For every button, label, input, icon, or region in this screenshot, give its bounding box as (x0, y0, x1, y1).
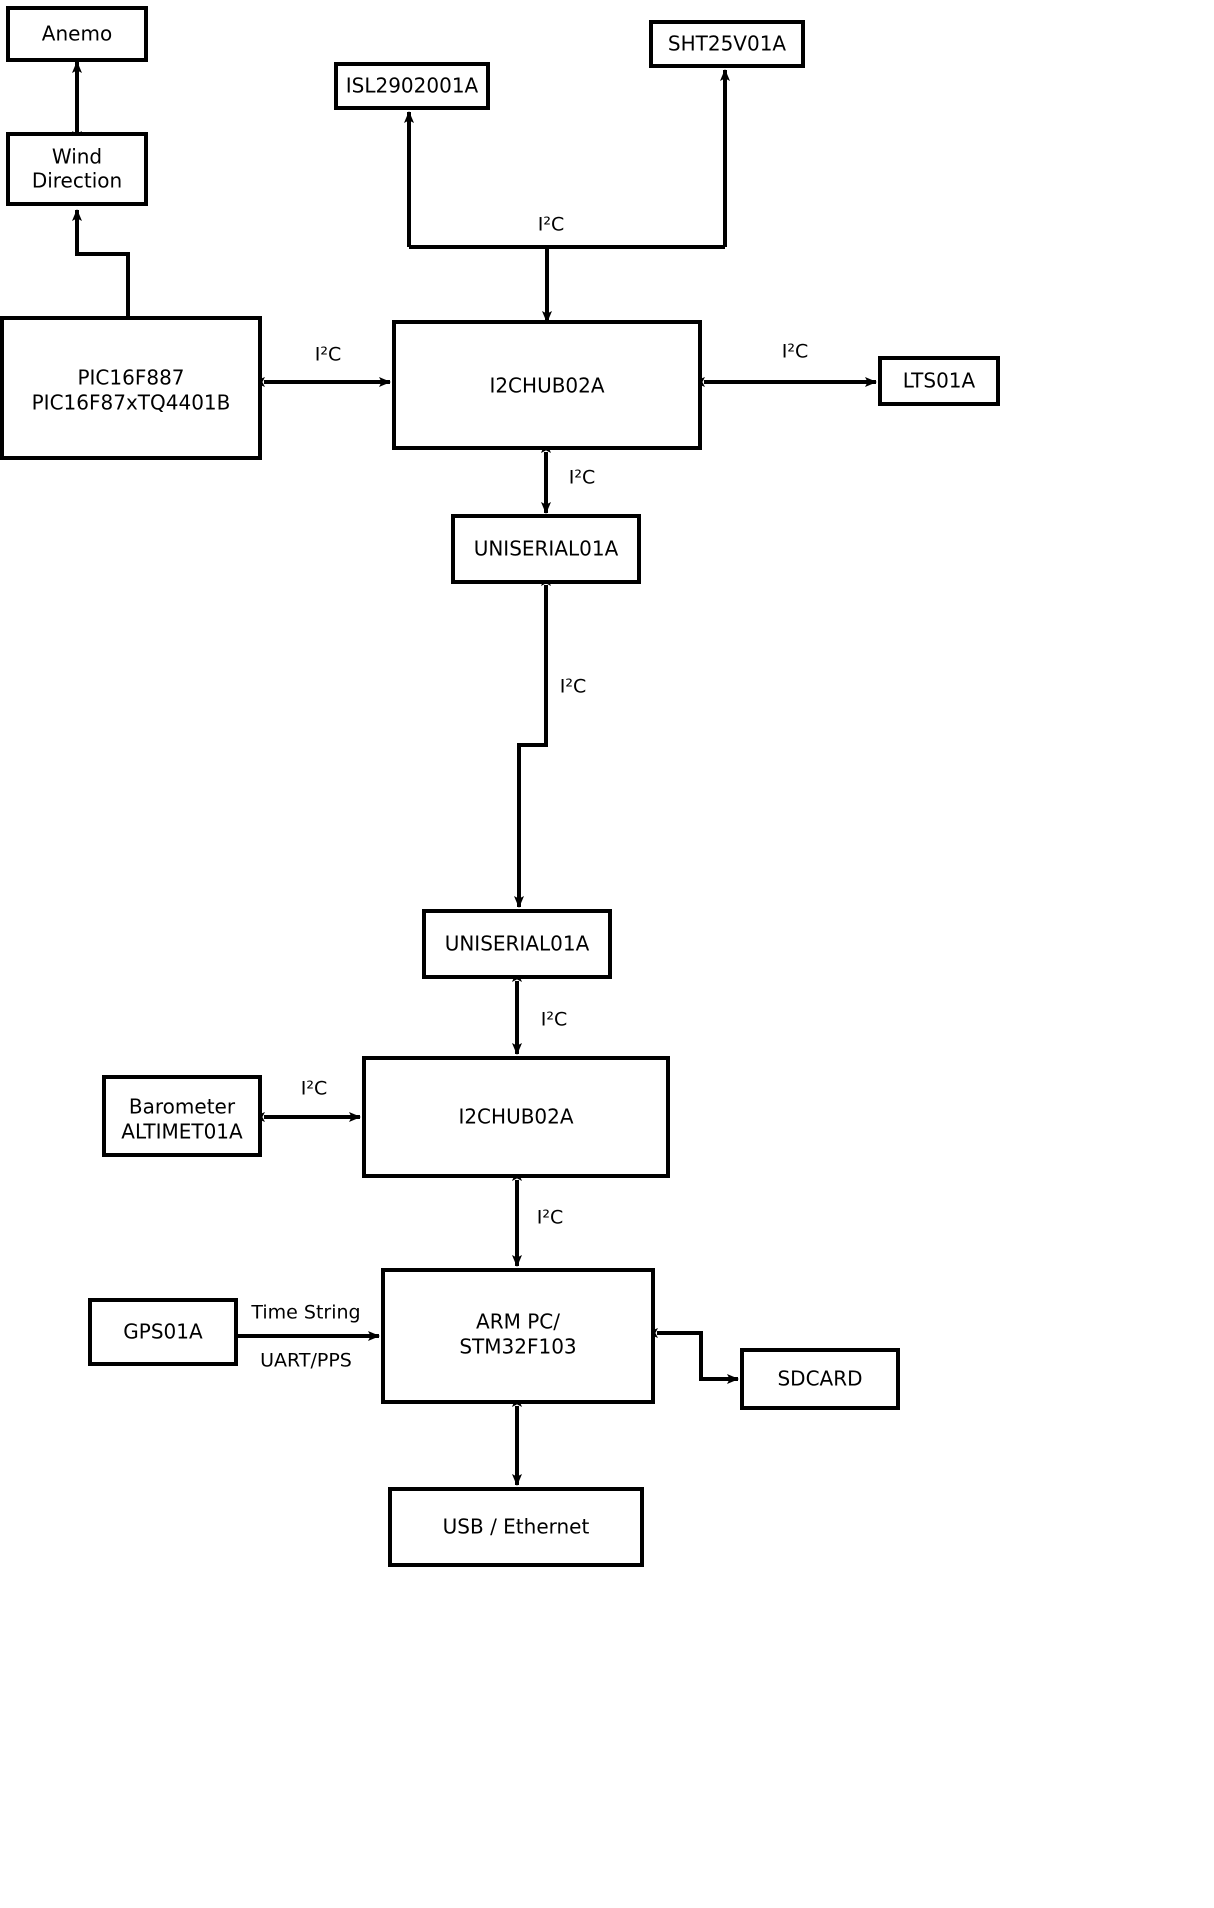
node-label-sdcard: SDCARD (777, 1367, 862, 1391)
edge-barometer-hub-bottom: I²C (253, 1078, 361, 1123)
node-anemo[interactable]: Anemo (6, 6, 148, 62)
edge-label-i2c-hub-uni1: I²C (569, 467, 596, 489)
edge-label-uart-pps: UART/PPS (260, 1350, 352, 1372)
edge-label-i2c-baro-hub2: I²C (301, 1078, 328, 1100)
node-box[interactable] (740, 1348, 900, 1410)
node-i2chub02a-top[interactable]: I2CHUB02A (392, 320, 702, 450)
node-box[interactable] (6, 6, 148, 62)
edge-hub-bottom-arm-pc: I²C (511, 1169, 564, 1267)
edge-label-i2c-sensor-bus: I²C (538, 214, 565, 236)
edge-pic-hub-top: I²C (253, 344, 391, 388)
node-label-sht: SHT25V01A (668, 32, 787, 56)
node-box[interactable] (451, 514, 641, 584)
node-isl2902001a[interactable]: ISL2902001A (334, 62, 490, 110)
edge-label-i2c-hub2-arm: I²C (537, 1207, 564, 1229)
node-label-usb-ethernet: USB / Ethernet (443, 1515, 590, 1539)
node-pic16f887[interactable]: PIC16F887 PIC16F87xTQ4401B (0, 316, 262, 460)
edge-hub-top-lts: I²C (693, 341, 877, 388)
node-label-wind-line1: Wind (52, 145, 102, 169)
edge-label-i2c-hub-lts: I²C (782, 341, 809, 363)
edge-gps-arm-pc: Time String UART/PPS (238, 1302, 380, 1372)
edge-label-i2c-uni1-uni2: I²C (560, 676, 587, 698)
node-label-barometer-line1: Barometer (129, 1095, 236, 1119)
node-label-lts: LTS01A (903, 369, 976, 393)
node-label-arm-line2: STM32F103 (459, 1335, 576, 1359)
node-label-uniserial-lower: UNISERIAL01A (445, 932, 590, 956)
node-label-hub-bottom: I2CHUB02A (458, 1105, 573, 1129)
node-arm-pc-stm32f103[interactable]: ARM PC/ STM32F103 (381, 1268, 655, 1404)
edge-uniserial-1-uniserial-2: I²C (513, 574, 587, 908)
node-label-anemo: Anemo (42, 22, 112, 46)
node-label-uniserial-upper: UNISERIAL01A (474, 537, 619, 561)
node-label-wind-line2: Direction (32, 169, 122, 193)
node-label-hub-top: I2CHUB02A (489, 374, 604, 398)
node-label-gps: GPS01A (123, 1320, 203, 1344)
node-box[interactable] (0, 316, 262, 460)
node-box[interactable] (388, 1487, 644, 1567)
node-box[interactable] (878, 356, 1000, 406)
node-label-barometer-line2: ALTIMET01A (121, 1120, 243, 1144)
node-wind-direction[interactable]: Wind Direction (6, 132, 148, 206)
edge-label-i2c-uni2-hub2: I²C (541, 1009, 568, 1031)
node-box[interactable] (422, 909, 612, 979)
node-label-isl: ISL2902001A (346, 74, 479, 98)
node-sht25v01a[interactable]: SHT25V01A (649, 20, 805, 68)
edge-hub-top-uniserial-1: I²C (540, 441, 596, 514)
node-box[interactable] (649, 20, 805, 68)
node-label-pic-line1: PIC16F887 (77, 366, 184, 390)
node-usb-ethernet[interactable]: USB / Ethernet (388, 1487, 644, 1567)
node-uniserial01a-upper[interactable]: UNISERIAL01A (451, 514, 641, 584)
node-box[interactable] (362, 1056, 670, 1178)
edge-label-time-string: Time String (250, 1302, 360, 1324)
edge-pic-wind-direction (72, 209, 130, 316)
node-i2chub02a-bottom[interactable]: I2CHUB02A (362, 1056, 670, 1178)
node-uniserial01a-lower[interactable]: UNISERIAL01A (422, 909, 612, 979)
edge-line (646, 1327, 739, 1385)
node-sdcard[interactable]: SDCARD (740, 1348, 900, 1410)
node-label-arm-line1: ARM PC/ (476, 1310, 560, 1334)
node-box[interactable] (6, 132, 148, 206)
node-box[interactable] (392, 320, 702, 450)
edge-uniserial-2-hub-bottom: I²C (511, 970, 568, 1055)
edge-label-i2c-pic-hub: I²C (315, 344, 342, 366)
node-box[interactable] (88, 1298, 238, 1366)
node-barometer-altimet01a[interactable]: Barometer ALTIMET01A (102, 1075, 262, 1157)
edge-line (513, 574, 552, 908)
node-box[interactable] (381, 1268, 655, 1404)
node-box[interactable] (334, 62, 490, 110)
node-box[interactable] (102, 1075, 262, 1157)
node-lts01a[interactable]: LTS01A (878, 356, 1000, 406)
node-label-pic-line2: PIC16F87xTQ4401B (32, 391, 231, 415)
edge-arm-pc-sdcard (646, 1327, 739, 1385)
edge-line (72, 209, 130, 316)
node-gps01a[interactable]: GPS01A (88, 1298, 238, 1366)
